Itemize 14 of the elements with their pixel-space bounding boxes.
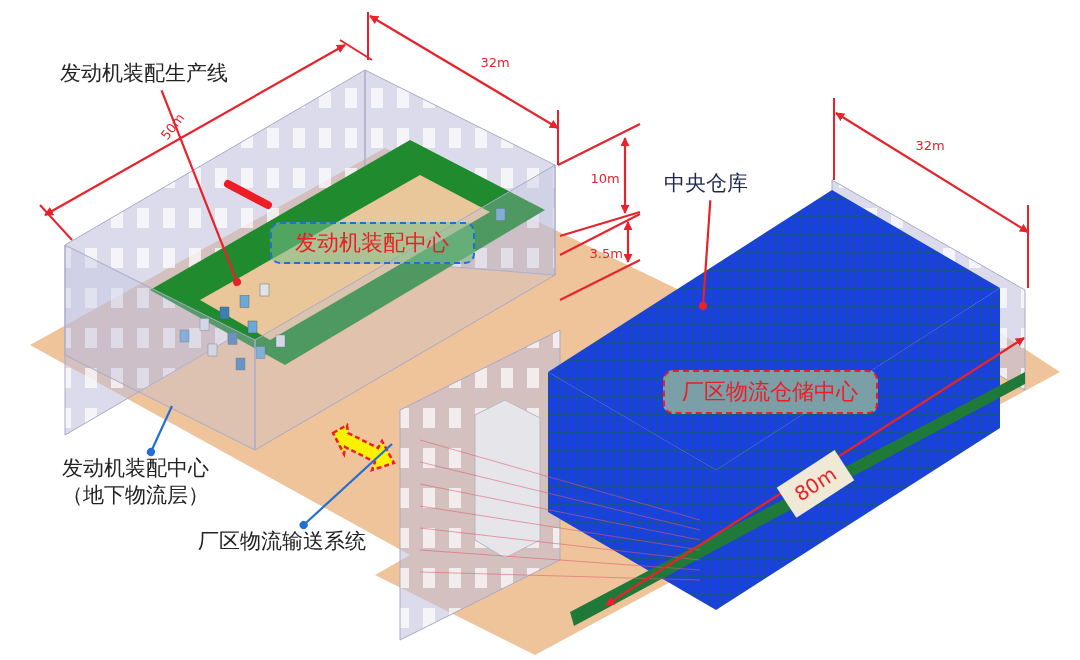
zone-label-box: 厂区物流仓储中心 (662, 370, 878, 414)
callout-label: 发动机装配生产线 (60, 60, 250, 88)
callout-label: 发动机装配中心（地下物流层） (62, 455, 212, 510)
dimension-label: 32m (915, 137, 945, 153)
callout-label: 厂区物流输送系统 (198, 528, 373, 556)
leader-line (160, 89, 242, 287)
leader-line (146, 405, 173, 457)
dimension-label: 10m (590, 170, 620, 186)
dimension-label: 32m (480, 54, 510, 70)
zone-label-box: 发动机装配中心 (269, 222, 475, 264)
callout-label: 中央仓库 (664, 170, 759, 198)
leader-line (698, 200, 712, 311)
leader-line (299, 443, 393, 530)
dimension-label: 3.5m (589, 245, 623, 261)
